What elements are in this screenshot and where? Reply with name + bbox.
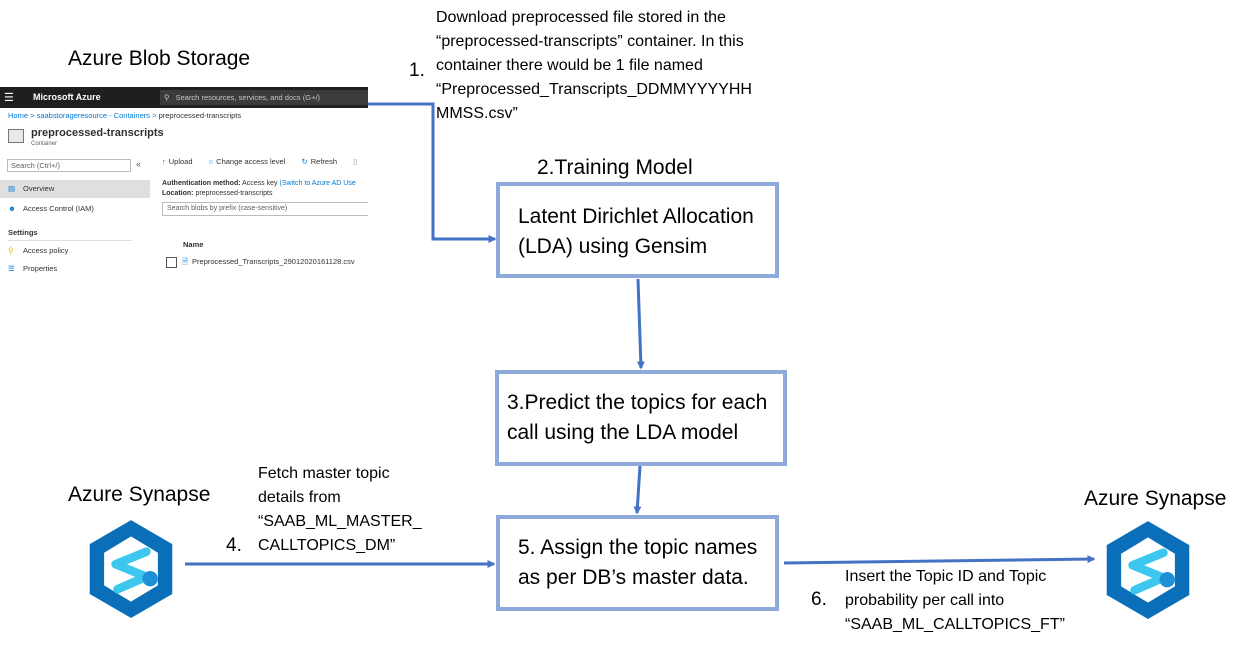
assign-box-line: 5. Assign the topic names (518, 536, 758, 559)
portal-left-nav: Search (Ctrl+/) « ▤ Overview ☻ Access Cont… (0, 153, 150, 277)
step6-text: Insert the Topic ID and Topic probabilit… (845, 565, 1105, 637)
lda-box-line: (LDA) using Gensim (518, 235, 708, 258)
nav-item-label: Access policy (23, 246, 69, 255)
breadcrumb-current: preprocessed-transcripts (158, 111, 242, 120)
assign-box-line: as per DB’s master data. (518, 566, 749, 589)
step6-line: probability per call into (845, 592, 1005, 609)
nav-item-overview[interactable]: ▤ Overview (0, 180, 150, 198)
nav-item-access-policy[interactable]: ⚲ Access policy (0, 242, 150, 260)
breadcrumb: Home > saabstorageresource - Containers … (8, 111, 241, 120)
azure-synapse-right-icon (1106, 521, 1190, 619)
lda-box-line: Latent Dirichlet Allocation (518, 205, 754, 228)
nav-search-input[interactable]: Search (Ctrl+/) (7, 159, 131, 172)
name-column-header[interactable]: Name (183, 240, 204, 249)
hamburger-icon[interactable]: ☰ (4, 92, 14, 104)
breadcrumb-separator: > (30, 111, 35, 120)
synapse-right-heading: Azure Synapse (1084, 487, 1227, 510)
step6-line: Insert the Topic ID and Topic (845, 568, 1047, 585)
nav-item-access-control[interactable]: ☻ Access Control (IAM) (0, 200, 150, 218)
refresh-button[interactable]: ↻Refresh (301, 157, 344, 166)
nav-item-label: Access Control (IAM) (23, 204, 94, 213)
blob-row[interactable]: 🗎Preprocessed_Transcripts_29012020161128… (166, 256, 355, 269)
collapse-icon[interactable]: « (136, 159, 142, 169)
step4-line: “SAAB_ML_MASTER_ (258, 513, 422, 530)
portal-toolbar: ↑Upload ○Change access level ↻Refresh ▯ (162, 157, 364, 166)
blob-file-name[interactable]: Preprocessed_Transcripts_29012020161128.… (192, 257, 355, 266)
upload-button[interactable]: ↑Upload (162, 157, 200, 166)
predict-box-line: 3.Predict the topics for each (507, 391, 768, 414)
location-value: preprocessed-transcripts (195, 190, 273, 197)
breadcrumb-home[interactable]: Home (8, 111, 29, 120)
step1-text: Download preprocessed file stored in the… (436, 6, 796, 126)
step4-text: Fetch master topic details from “SAAB_ML… (258, 462, 458, 558)
step4-line: CALLTOPICS_DM” (258, 537, 396, 554)
file-icon: 🗎 (182, 257, 189, 266)
portal-brand[interactable]: Microsoft Azure (33, 92, 101, 102)
azure-portal-screenshot: ☰ Microsoft Azure ⚲ Search resources, se… (0, 87, 368, 277)
key-icon: ⚲ (8, 246, 14, 255)
change-access-label: Change access level (216, 157, 286, 166)
predict-topics-box: 3.Predict the topics for each call using… (495, 370, 787, 466)
properties-icon: ☰ (8, 264, 15, 273)
arrow-step2-to-3 (636, 278, 645, 370)
container-subtitle: Container (31, 141, 58, 147)
blob-storage-heading: Azure Blob Storage (68, 47, 251, 70)
search-icon: ⚲ (164, 93, 170, 102)
portal-search-input[interactable]: ⚲ Search resources, services, and docs (… (160, 90, 368, 105)
portal-topbar: ☰ Microsoft Azure ⚲ Search resources, se… (0, 87, 368, 108)
people-icon: ☻ (8, 204, 16, 213)
step4-number: 4. (226, 535, 242, 556)
auth-label: Authentication method: (162, 180, 241, 187)
location-info: Location: preprocessed-transcripts (162, 190, 272, 197)
nav-item-label: Overview (23, 184, 55, 193)
breadcrumb-containers[interactable]: saabstorageresource - Containers (36, 111, 150, 120)
auth-value: Access key (242, 180, 278, 187)
step1-line: “Preprocessed_Transcripts_DDMMYYYYHH (436, 81, 752, 98)
upload-icon: ↑ (162, 157, 166, 166)
step1-number: 1. (409, 60, 425, 81)
delete-icon[interactable]: ▯ (353, 157, 358, 166)
change-access-button[interactable]: ○Change access level (209, 157, 293, 166)
arrow-step6 (783, 555, 1096, 565)
step6-number: 6. (811, 589, 827, 610)
step1-line: “preprocessed-transcripts” container. In… (436, 33, 744, 50)
predict-box-line: call using the LDA model (507, 421, 739, 444)
nav-item-label: Properties (23, 264, 58, 273)
location-label: Location: (162, 190, 194, 197)
portal-search-placeholder: Search resources, services, and docs (G+… (175, 93, 321, 102)
overview-icon: ▤ (8, 184, 16, 193)
upload-label: Upload (168, 157, 193, 166)
assign-topic-names-box: 5. Assign the topic names as per DB’s ma… (496, 515, 779, 611)
settings-section-label: Settings (8, 228, 38, 237)
azure-synapse-left-icon (89, 520, 173, 618)
synapse-left-heading: Azure Synapse (68, 483, 211, 506)
refresh-label: Refresh (310, 157, 338, 166)
step1-line: Download preprocessed file stored in the (436, 9, 726, 26)
blob-prefix-search-input[interactable]: Search blobs by prefix (case-sensitive) (162, 202, 368, 216)
step1-line: container there would be 1 file named (436, 57, 703, 74)
arrow-step3-to-5 (633, 465, 642, 515)
breadcrumb-separator: > (152, 111, 157, 120)
step4-line: Fetch master topic (258, 465, 390, 482)
arrow-step1 (368, 102, 497, 243)
step4-line: details from (258, 489, 341, 506)
row-checkbox[interactable] (166, 256, 177, 268)
lda-training-box: Latent Dirichlet Allocation (LDA) using … (496, 182, 779, 278)
lock-icon: ○ (208, 157, 214, 166)
switch-auth-link[interactable]: (Switch to Azure AD Use (279, 180, 356, 187)
refresh-icon: ↻ (301, 157, 308, 166)
nav-item-properties[interactable]: ☰ Properties (0, 260, 150, 277)
portal-main-pane: ↑Upload ○Change access level ↻Refresh ▯ … (160, 153, 368, 277)
section-divider (8, 240, 132, 241)
step6-line: “SAAB_ML_CALLTOPICS_FT” (845, 616, 1065, 633)
container-icon (8, 129, 24, 143)
auth-method: Authentication method: Access key (Switc… (162, 180, 356, 187)
step1-line: MMSS.csv” (436, 105, 518, 122)
step2-title: 2.Training Model (537, 156, 693, 179)
container-title: preprocessed-transcripts (31, 127, 164, 139)
